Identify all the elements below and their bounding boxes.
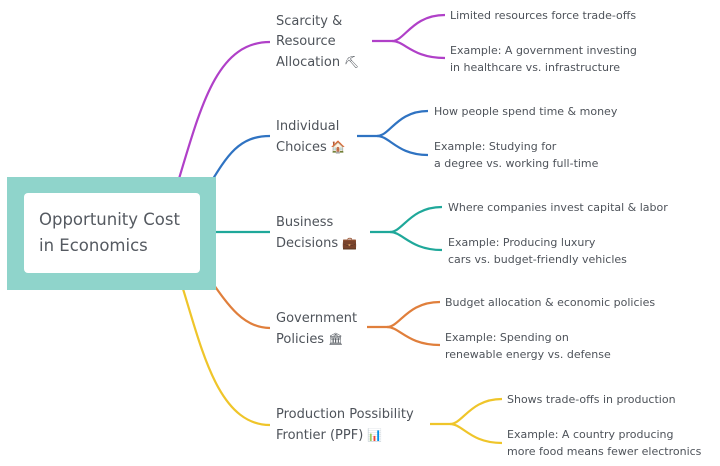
branch-government-policies[interactable]: Government Policies🏛 xyxy=(276,309,357,350)
leaf-text: Example: Spending on xyxy=(445,331,569,344)
branch-business-decisions[interactable]: Business Decisions💼 xyxy=(276,213,357,254)
fork-government xyxy=(367,300,441,347)
leaf-business-1[interactable]: Where companies invest capital & labor xyxy=(448,199,668,216)
leaf-text: cars vs. budget-friendly vehicles xyxy=(448,253,627,266)
branch-label-line: Frontier (PPF) xyxy=(276,428,364,443)
connector-scarcity xyxy=(173,40,271,193)
fork-business xyxy=(370,205,443,252)
leaf-individual-1[interactable]: How people spend time & money xyxy=(434,103,617,120)
house-icon: 🏠 xyxy=(330,140,346,154)
leaf-business-2[interactable]: Example: Producing luxury cars vs. budge… xyxy=(448,234,627,268)
leaf-text: Example: A country producing xyxy=(507,428,674,441)
branch-label-line: Business xyxy=(276,215,334,230)
government-building-icon: 🏛 xyxy=(328,332,344,346)
leaf-text: Example: A government investing xyxy=(450,44,637,57)
leaf-text: Limited resources force trade-offs xyxy=(450,9,637,22)
leaf-individual-2[interactable]: Example: Studying for a degree vs. worki… xyxy=(434,138,598,172)
branch-ppf[interactable]: Production Possibility Frontier (PPF)📊 xyxy=(276,405,414,446)
root-title-line-2: in Economics xyxy=(39,236,148,255)
bar-chart-icon: 📊 xyxy=(367,428,383,442)
branch-scarcity[interactable]: Scarcity & Resource Allocation⛏ xyxy=(276,12,359,73)
root-node[interactable] xyxy=(24,193,200,273)
leaf-text: Where companies invest capital & labor xyxy=(448,201,668,214)
root-node-title: Opportunity Cost in Economics xyxy=(39,207,199,259)
leaf-text: Example: Producing luxury xyxy=(448,236,596,249)
leaf-text: Shows trade-offs in production xyxy=(507,393,676,406)
branch-label-line: Decisions xyxy=(276,236,339,251)
leaf-ppf-2[interactable]: Example: A country producing more food m… xyxy=(507,426,701,460)
branch-label-line: Government xyxy=(276,311,358,326)
pick-icon: ⛏ xyxy=(344,55,360,69)
branch-label-line: Resource xyxy=(276,34,336,49)
branch-individual-choices[interactable]: Individual Choices🏠 xyxy=(276,117,346,158)
branch-label-line: Allocation xyxy=(276,55,341,70)
leaf-text: more food means fewer electronics xyxy=(507,445,702,458)
leaf-text: renewable energy vs. defense xyxy=(445,348,611,361)
leaf-government-1[interactable]: Budget allocation & economic policies xyxy=(445,294,655,311)
leaf-text: in healthcare vs. infrastructure xyxy=(450,61,620,74)
leaf-scarcity-1[interactable]: Limited resources force trade-offs xyxy=(450,7,636,24)
briefcase-icon: 💼 xyxy=(342,236,358,250)
leaf-text: Example: Studying for xyxy=(434,140,557,153)
root-title-line-1: Opportunity Cost xyxy=(39,210,180,229)
fork-scarcity xyxy=(372,13,446,60)
connector-ppf xyxy=(176,272,271,427)
branch-label-line: Policies xyxy=(276,332,325,347)
branch-label-line: Production Possibility xyxy=(276,407,414,422)
leaf-text: a degree vs. working full-time xyxy=(434,157,599,170)
leaf-ppf-1[interactable]: Shows trade-offs in production xyxy=(507,391,676,408)
branch-label-line: Scarcity & xyxy=(276,14,343,29)
branch-label-line: Individual xyxy=(276,119,340,134)
leaf-government-2[interactable]: Example: Spending on renewable energy vs… xyxy=(445,329,611,363)
fork-individual xyxy=(357,109,429,157)
leaf-scarcity-2[interactable]: Example: A government investing in healt… xyxy=(450,42,637,76)
fork-ppf xyxy=(430,397,503,445)
branch-label-line: Choices xyxy=(276,140,327,155)
leaf-text: Budget allocation & economic policies xyxy=(445,296,656,309)
leaf-text: How people spend time & money xyxy=(434,105,618,118)
